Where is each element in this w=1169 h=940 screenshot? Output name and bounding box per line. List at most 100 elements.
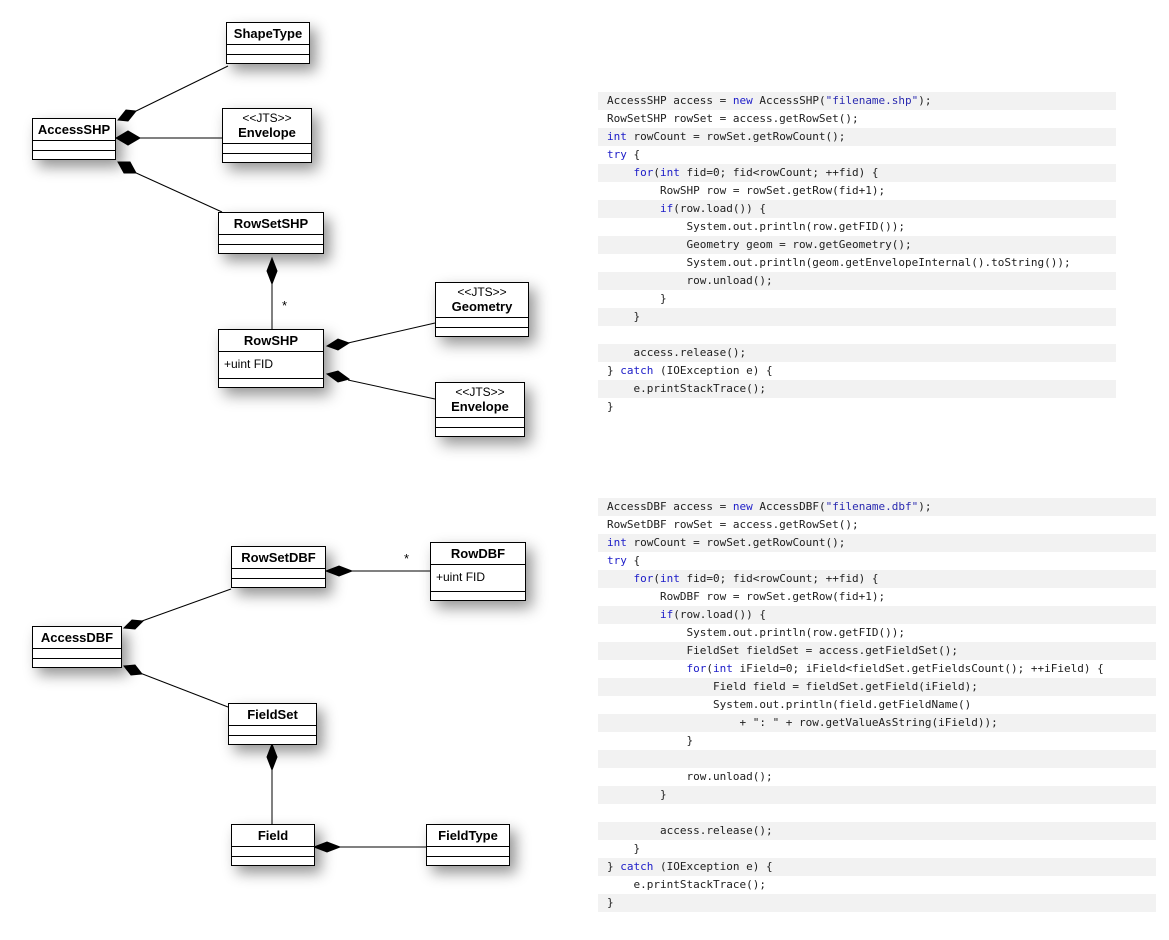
assoc-rowsetdbf — [141, 588, 232, 622]
code-keyword: new — [732, 500, 753, 513]
multiplicity-label: * — [282, 298, 288, 313]
code-text: fid=0; fid<rowCount; ++fid) { — [679, 166, 879, 179]
code-text — [607, 572, 634, 585]
code-text: AccessSHP access = — [607, 94, 733, 107]
code-text: rowCount = rowSet.getRowCount(); — [626, 130, 846, 143]
code-keyword: for — [686, 662, 707, 675]
code-line: } catch (IOException e) { — [598, 858, 1156, 876]
code-line: } — [598, 290, 1116, 308]
code-text: (row.load()) { — [673, 202, 766, 215]
class-rowsetdbf: RowSetDBF — [231, 546, 326, 588]
code-line: for(int fid=0; fid<rowCount; ++fid) { — [598, 570, 1156, 588]
code-line: for(int fid=0; fid<rowCount; ++fid) { — [598, 164, 1116, 182]
code-text: ( — [706, 662, 713, 675]
code-keyword: for — [633, 572, 654, 585]
composition-diamond — [312, 841, 342, 853]
code-text: row.unload(); — [607, 770, 773, 783]
stereotype-label: <<JTS>> — [457, 285, 507, 299]
code-text: } — [607, 734, 694, 747]
class-name: RowSetSHP — [219, 213, 323, 235]
code-keyword: if — [659, 202, 674, 215]
code-line: if(row.load()) { — [598, 200, 1116, 218]
code-text: rowCount = rowSet.getRowCount(); — [626, 536, 846, 549]
code-text: + ": " + row.getValueAsString(iField)); — [607, 716, 998, 729]
code-line: RowSetSHP rowSet = access.getRowSet(); — [598, 110, 1116, 128]
code-keyword: int — [712, 662, 733, 675]
code-line: } — [598, 732, 1156, 750]
code-text — [607, 608, 660, 621]
code-text: { — [626, 148, 641, 161]
code-text: System.out.println(geom.getEnvelopeInter… — [607, 256, 1071, 269]
class-name: AccessSHP — [33, 119, 115, 141]
code-text: ); — [918, 500, 932, 513]
code-keyword: try — [607, 148, 627, 161]
class-name: <<JTS>> Geometry — [436, 283, 528, 318]
assoc-rowsetshp — [133, 171, 223, 213]
composition-diamond — [122, 619, 145, 630]
code-line: } — [598, 786, 1156, 804]
code-text: AccessSHP( — [752, 94, 826, 107]
code-text: RowSetSHP rowSet = access.getRowSet(); — [607, 112, 859, 125]
code-keyword: int — [607, 130, 627, 143]
code-text — [607, 662, 686, 675]
code-line: System.out.println(row.getFID()); — [598, 218, 1116, 236]
code-keyword: new — [732, 94, 753, 107]
code-line: RowSetDBF rowSet = access.getRowSet(); — [598, 516, 1156, 534]
multiplicity-label: * — [404, 551, 410, 566]
code-text: Field field = fieldSet.getField(iField); — [607, 680, 978, 693]
class-name: RowDBF — [431, 543, 525, 565]
code-line: row.unload(); — [598, 768, 1156, 786]
class-name: RowSHP — [219, 330, 323, 352]
code-line: RowSHP row = rowSet.getRow(fid+1); — [598, 182, 1116, 200]
class-rowsetshp: RowSetSHP — [218, 212, 324, 254]
code-keyword: try — [607, 554, 627, 567]
assoc-shapetype — [131, 65, 229, 114]
code-text: AccessDBF( — [752, 500, 826, 513]
code-text: fid=0; fid<rowCount; ++fid) { — [679, 572, 879, 585]
code-keyword: catch — [620, 364, 654, 377]
code-text: AccessDBF access = — [607, 500, 733, 513]
code-text: System.out.println(row.getFID()); — [607, 626, 906, 639]
class-name: Field — [232, 825, 314, 847]
code-text: } — [607, 364, 621, 377]
code-text: (IOException e) { — [653, 860, 773, 873]
code-keyword: int — [607, 536, 627, 549]
code-listing-dbf: AccessDBF access = new AccessDBF("filena… — [598, 498, 1156, 912]
code-text: RowSHP row = rowSet.getRow(fid+1); — [607, 184, 886, 197]
class-envelope-top: <<JTS>> Envelope — [222, 108, 312, 163]
attribute-fid: +uint FID — [219, 352, 323, 379]
code-text: ); — [918, 94, 932, 107]
class-name: AccessDBF — [33, 627, 121, 649]
composition-diamond — [115, 130, 141, 146]
code-line: + ": " + row.getValueAsString(iField)); — [598, 714, 1156, 732]
code-line: System.out.println(row.getFID()); — [598, 624, 1156, 642]
code-line: } — [598, 308, 1116, 326]
class-name: RowSetDBF — [232, 547, 325, 569]
composition-diamond — [117, 109, 137, 122]
class-rowdbf: RowDBF +uint FID — [430, 542, 526, 601]
code-line — [598, 326, 1116, 344]
code-text — [607, 202, 660, 215]
code-text: } — [607, 842, 641, 855]
code-text: } — [607, 860, 621, 873]
class-name: <<JTS>> Envelope — [436, 383, 524, 418]
composition-diamond — [266, 256, 278, 286]
class-fieldset: FieldSet — [228, 703, 317, 745]
code-text: } — [607, 788, 667, 801]
composition-diamond — [123, 664, 143, 676]
code-line: } catch (IOException e) { — [598, 362, 1116, 380]
stereotype-label: <<JTS>> — [242, 111, 292, 125]
code-text: System.out.println(field.getFieldName() — [607, 698, 972, 711]
code-text: access.release(); — [607, 346, 747, 359]
code-text: RowSetDBF rowSet = access.getRowSet(); — [607, 518, 859, 531]
code-line: int rowCount = rowSet.getRowCount(); — [598, 534, 1156, 552]
code-line: if(row.load()) { — [598, 606, 1156, 624]
class-name-text: Geometry — [451, 299, 513, 314]
code-text: } — [607, 310, 641, 323]
code-text: ( — [653, 166, 660, 179]
code-line: access.release(); — [598, 344, 1116, 362]
code-line: for(int iField=0; iField<fieldSet.getFie… — [598, 660, 1156, 678]
class-envelope-bottom: <<JTS>> Envelope — [435, 382, 525, 437]
code-line: AccessDBF access = new AccessDBF("filena… — [598, 498, 1156, 516]
code-text: FieldSet fieldSet = access.getFieldSet()… — [607, 644, 958, 657]
